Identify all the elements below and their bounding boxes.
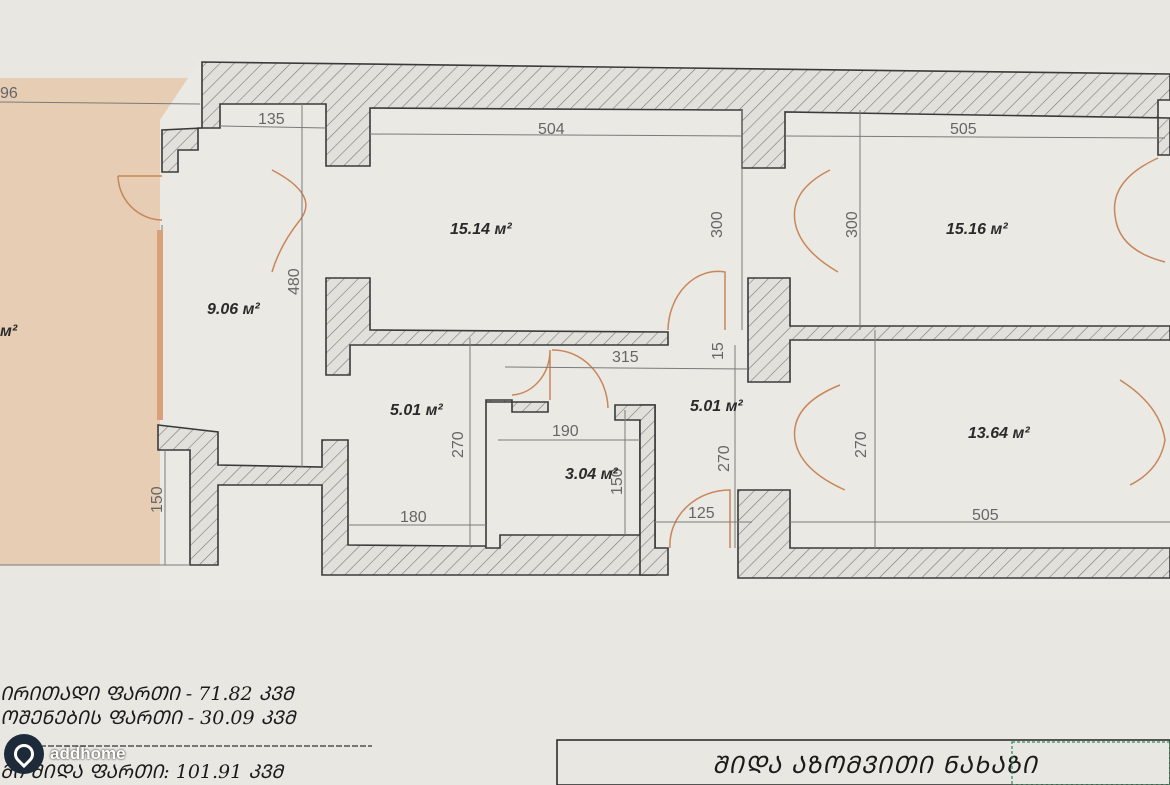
legend-line-3: ᲛᲘ ᲨᲘᲓᲐ ᲤᲐᲠᲗᲘ: 101.91 ᲙᲕᲛ	[0, 761, 285, 783]
wall-column-left	[325, 277, 669, 376]
room-area-g: 13.64 м²	[968, 425, 1030, 442]
dim-150-small: 150	[609, 468, 626, 495]
plan-sheet	[160, 60, 1170, 600]
stamp	[1011, 741, 1170, 785]
door-entrance	[117, 175, 163, 221]
dim-505-top: 505	[950, 121, 977, 138]
door-room-b-left	[793, 169, 839, 273]
dim-505-bottom: 505	[972, 507, 999, 524]
room-area-e: 5.01 м²	[690, 398, 743, 415]
room-area-c: 9.06 м²	[207, 301, 260, 318]
dim-270-c: 270	[853, 431, 870, 458]
brand-watermark: addhome	[4, 734, 126, 774]
dim-504: 504	[538, 121, 565, 138]
door-room-a	[271, 169, 307, 273]
door-bath	[551, 349, 609, 409]
wall-top	[161, 61, 1170, 173]
dim-180: 180	[400, 509, 427, 526]
dim-300-left: 300	[709, 211, 726, 238]
room-area-a: 15.14 м²	[450, 221, 512, 238]
door-bottom	[669, 489, 731, 549]
wall-column-center	[747, 277, 1170, 383]
wall-left-lower	[157, 399, 656, 576]
dim-270-a: 270	[450, 431, 467, 458]
dim-15: 15	[710, 342, 727, 360]
room-area-d: 5.01 м²	[390, 402, 443, 419]
wall-bottom-right	[737, 489, 1170, 579]
door-room-g-left	[793, 384, 846, 491]
title-block-title: ᲨᲘᲓᲐ ᲐᲖᲝᲛᲕᲘᲗᲘ ᲜᲐᲮᲐᲖᲘ	[712, 751, 1038, 779]
dim-300-right: 300	[844, 211, 861, 238]
legend-line-1: ᲘᲠᲘᲗᲐᲓᲘ ᲤᲐᲠᲗᲘ - 71.82 ᲙᲕᲛ	[0, 683, 296, 705]
wall-bottom-center	[614, 404, 669, 576]
door-room-b-right	[1113, 157, 1166, 263]
title-block	[556, 739, 1170, 785]
dim-190: 190	[552, 423, 579, 440]
brand-name: addhome	[50, 744, 126, 763]
dim-270-b: 270	[716, 445, 733, 472]
dim-315: 315	[612, 349, 639, 366]
dim-150-left: 150	[149, 486, 166, 513]
window-strip	[157, 230, 163, 420]
room-area-h: м²	[0, 323, 18, 340]
room-area-f: 3.04 м²	[565, 466, 618, 483]
location-pin-icon	[4, 734, 44, 774]
door-room-g-right	[1119, 379, 1166, 486]
dim-135: 135	[258, 111, 285, 128]
exterior-area	[0, 78, 200, 565]
dim-125: 125	[688, 505, 715, 522]
dim-480: 480	[286, 268, 303, 295]
room-area-b: 15.16 м²	[946, 221, 1008, 238]
dim-96: 96	[0, 85, 18, 102]
door-corridor	[667, 270, 726, 331]
legend-line-2: ᲝᲨᲔᲜᲔᲑᲘᲡ ᲤᲐᲠᲗᲘ - 30.09 ᲙᲕᲛ	[0, 707, 298, 729]
door-wc	[511, 349, 551, 400]
